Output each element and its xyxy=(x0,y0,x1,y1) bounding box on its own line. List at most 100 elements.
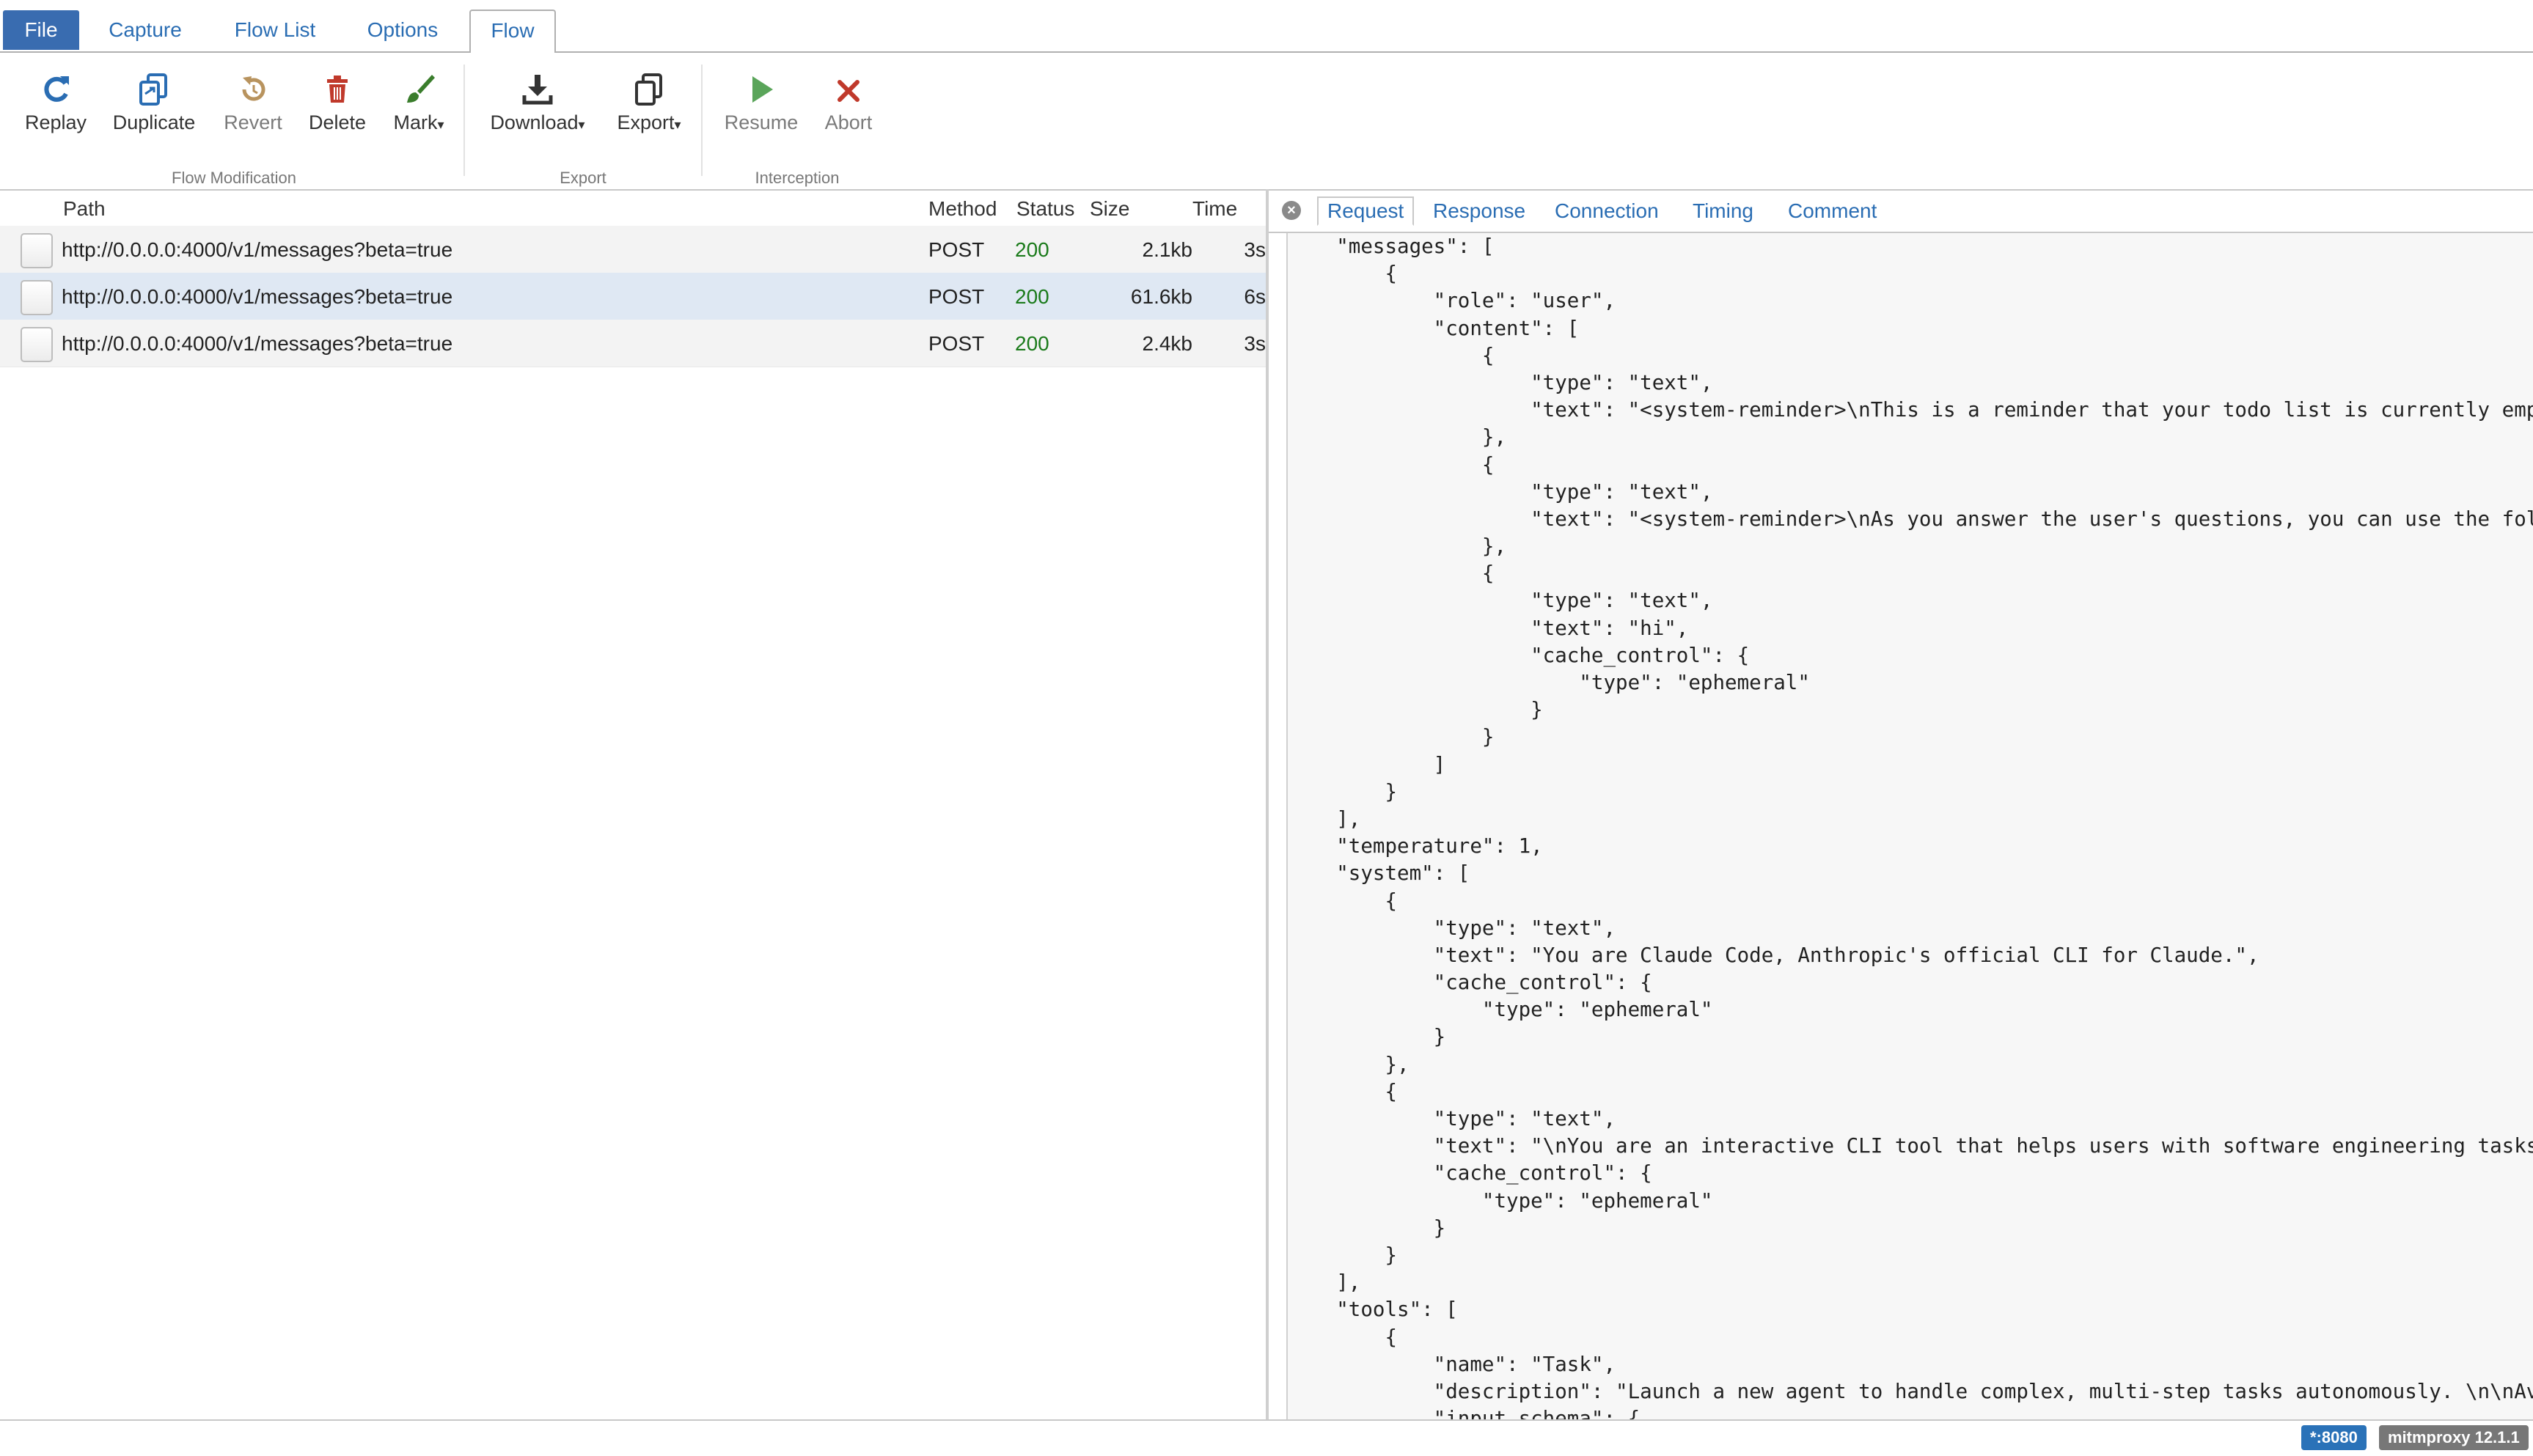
delete-label: Delete xyxy=(308,111,367,133)
table-row[interactable]: http://0.0.0.0:4000/v1/messages?beta=tru… xyxy=(0,273,1266,320)
code-line: "content": [ xyxy=(1288,316,1580,340)
table-row[interactable]: http://0.0.0.0:4000/v1/messages?beta=tru… xyxy=(0,320,1266,367)
code-line: "cache_control": { xyxy=(1288,643,1750,667)
row-path: http://0.0.0.0:4000/v1/messages?beta=tru… xyxy=(62,238,453,261)
row-size: 2.4kb xyxy=(1142,332,1193,355)
code-line: { xyxy=(1288,262,1398,286)
row-path: http://0.0.0.0:4000/v1/messages?beta=tru… xyxy=(62,332,453,355)
export-button[interactable]: Export▾ xyxy=(609,72,689,134)
tab-capture[interactable]: Capture xyxy=(109,18,182,41)
replay-button[interactable]: Replay xyxy=(19,72,92,134)
replay-label: Replay xyxy=(24,111,87,133)
tab-flow[interactable]: Flow xyxy=(469,10,556,54)
request-body-viewer[interactable]: "messages": [ { "role": "user", "content… xyxy=(1286,233,2533,1419)
row-time: 3s xyxy=(1244,238,1266,261)
code-line: } xyxy=(1288,1216,1446,1240)
menu-bar: File Capture Flow List Options Flow xyxy=(0,0,2533,54)
code-line: "messages": [ xyxy=(1288,235,1495,258)
download-button[interactable]: Download▾ xyxy=(484,72,591,134)
row-checkbox[interactable] xyxy=(21,233,53,268)
close-x-icon xyxy=(815,72,881,107)
code-line: { xyxy=(1288,1079,1398,1103)
revert-label: Revert xyxy=(224,111,282,133)
row-path: http://0.0.0.0:4000/v1/messages?beta=tru… xyxy=(62,285,453,308)
delete-button[interactable]: Delete xyxy=(301,72,374,134)
column-header-time[interactable]: Time xyxy=(1192,197,1238,220)
tab-comment[interactable]: Comment xyxy=(1788,199,1877,222)
code-line: } xyxy=(1288,1243,1398,1267)
ribbon-separator xyxy=(463,65,465,176)
row-status: 200 xyxy=(1015,238,1049,261)
trash-icon xyxy=(301,72,374,107)
export-caret: ▾ xyxy=(674,117,681,132)
table-row[interactable]: http://0.0.0.0:4000/v1/messages?beta=tru… xyxy=(0,226,1266,273)
code-line: { xyxy=(1288,343,1495,367)
code-line: { xyxy=(1288,562,1495,586)
code-line: ], xyxy=(1288,1271,1361,1295)
code-line: } xyxy=(1288,779,1398,804)
code-line: } xyxy=(1288,725,1495,749)
close-icon[interactable]: × xyxy=(1282,201,1301,220)
row-time: 3s xyxy=(1244,332,1266,355)
tab-response[interactable]: Response xyxy=(1433,199,1526,222)
revert-button[interactable]: Revert xyxy=(214,72,292,134)
code-line: "text": "You are Claude Code, Anthropic'… xyxy=(1288,943,2259,967)
copy-icon xyxy=(609,72,689,107)
tab-file[interactable]: File xyxy=(3,10,79,50)
mark-button[interactable]: Mark▾ xyxy=(386,72,452,134)
code-line: "role": "user", xyxy=(1288,289,1616,313)
code-line: "temperature": 1, xyxy=(1288,834,1543,858)
code-line: "cache_control": { xyxy=(1288,1161,1652,1185)
code-line: "type": "text", xyxy=(1288,916,1616,940)
duplicate-button[interactable]: Duplicate xyxy=(106,72,202,134)
ribbon-separator xyxy=(701,65,703,176)
row-time: 6s xyxy=(1244,285,1266,308)
code-line: "text": "<system-reminder>\nAs you answe… xyxy=(1288,507,2533,531)
abort-label: Abort xyxy=(824,111,873,133)
code-line: "type": "text", xyxy=(1288,370,1713,394)
row-status: 200 xyxy=(1015,332,1049,355)
code-line: { xyxy=(1288,1325,1398,1349)
row-status: 200 xyxy=(1015,285,1049,308)
code-line: "text": "<system-reminder>\nThis is a re… xyxy=(1288,398,2533,422)
undo-icon xyxy=(214,72,292,107)
mark-caret: ▾ xyxy=(437,117,444,132)
group-label-flow-modification: Flow Modification xyxy=(172,169,296,187)
row-checkbox[interactable] xyxy=(21,280,53,315)
duplicate-icon xyxy=(106,72,202,107)
code-line: "input_schema": { xyxy=(1288,1407,1641,1419)
row-method: POST xyxy=(928,285,985,308)
row-checkbox[interactable] xyxy=(21,327,53,362)
mark-label: Mark xyxy=(393,111,438,133)
tab-timing[interactable]: Timing xyxy=(1693,199,1753,222)
tab-options[interactable]: Options xyxy=(367,18,439,41)
flow-detail-pane: × Request Response Connection Timing Com… xyxy=(1269,189,2533,1419)
column-header-path[interactable]: Path xyxy=(63,197,106,220)
row-size: 61.6kb xyxy=(1130,285,1192,308)
download-icon xyxy=(484,72,591,107)
tab-connection[interactable]: Connection xyxy=(1555,199,1659,222)
download-label: Download xyxy=(490,111,579,133)
resume-label: Resume xyxy=(724,111,799,133)
code-line: "type": "ephemeral" xyxy=(1288,671,1810,694)
status-bar: *:8080 mitmproxy 12.1.1 xyxy=(0,1419,2533,1456)
code-line: "type": "text", xyxy=(1288,589,1713,613)
code-line: "type": "ephemeral" xyxy=(1288,998,1713,1022)
column-header-status[interactable]: Status xyxy=(1016,197,1075,220)
code-line: }, xyxy=(1288,1052,1410,1076)
version-badge: mitmproxy 12.1.1 xyxy=(2379,1425,2529,1450)
column-header-method[interactable]: Method xyxy=(928,197,997,220)
export-label: Export xyxy=(617,111,675,133)
refresh-icon xyxy=(19,72,92,107)
code-line: "type": "text", xyxy=(1288,479,1713,504)
abort-button[interactable]: Abort xyxy=(815,72,881,134)
pane-splitter[interactable] xyxy=(1266,189,1269,1419)
tab-flow-list[interactable]: Flow List xyxy=(234,18,316,41)
code-line: } xyxy=(1288,698,1543,722)
resume-button[interactable]: Resume xyxy=(719,72,804,134)
flow-table-header: Path Method Status Size Time xyxy=(0,189,1266,227)
code-line: }, xyxy=(1288,425,1507,449)
group-label-export: Export xyxy=(560,169,606,187)
column-header-size[interactable]: Size xyxy=(1090,197,1130,220)
tab-request[interactable]: Request xyxy=(1317,196,1415,226)
